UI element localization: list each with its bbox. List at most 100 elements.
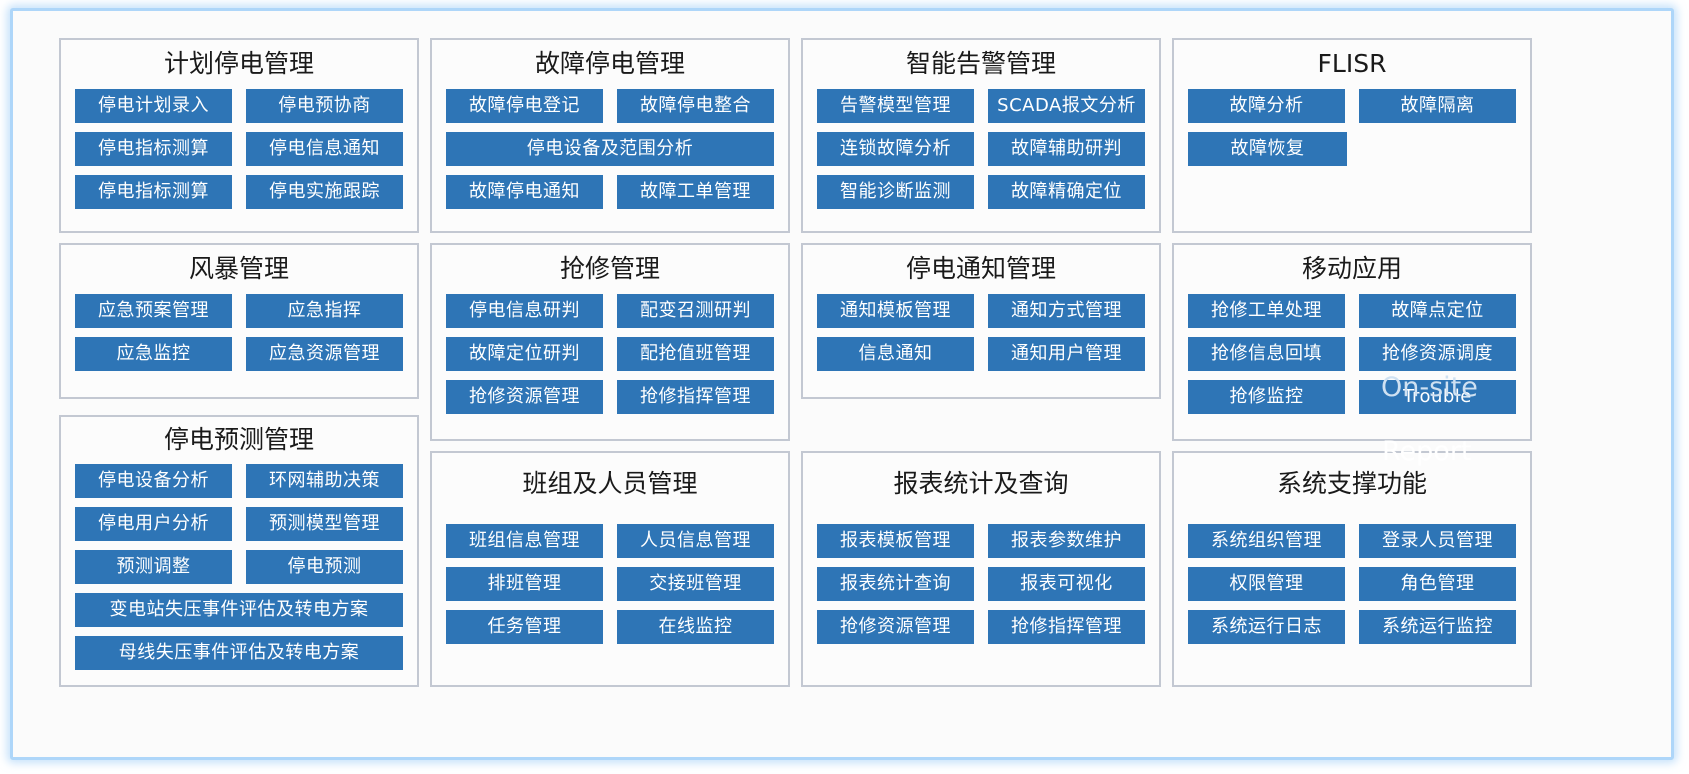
fn-button[interactable]: 停电信息通知 bbox=[246, 132, 403, 166]
fn-button[interactable]: 故障定位研判 bbox=[446, 337, 603, 371]
button-row: 停电信息研判 配变召测研判 bbox=[446, 294, 774, 328]
button-row: 连锁故障分析 故障辅助研判 bbox=[817, 132, 1145, 166]
fn-button[interactable]: 报表统计查询 bbox=[817, 567, 974, 601]
button-row: 告警模型管理 SCADA报文分析 bbox=[817, 89, 1145, 123]
button-row: 应急预案管理 应急指挥 bbox=[75, 294, 403, 328]
fn-button[interactable]: 通知模板管理 bbox=[817, 294, 974, 328]
panel-team-personnel[interactable]: 班组及人员管理 班组信息管理 人员信息管理 排班管理 交接班管理 任务管理 在线… bbox=[430, 451, 790, 687]
panel-smart-alarm[interactable]: 智能告警管理 告警模型管理 SCADA报文分析 连锁故障分析 故障辅助研判 智能… bbox=[801, 38, 1161, 233]
panel-title: 计划停电管理 bbox=[163, 49, 314, 78]
fn-button[interactable]: 系统运行日志 bbox=[1188, 610, 1345, 644]
fn-button[interactable]: 抢修资源管理 bbox=[446, 380, 603, 414]
fn-button[interactable]: 停电计划录入 bbox=[75, 89, 232, 123]
panel-body: 停电计划录入 停电预协商 停电指标测算 停电信息通知 停电指标测算 停电实施跟踪 bbox=[61, 89, 417, 209]
panel-body: 通知模板管理 通知方式管理 信息通知 通知用户管理 bbox=[803, 294, 1159, 371]
fn-button[interactable]: 停电预测 bbox=[246, 550, 403, 584]
fn-button[interactable]: 故障停电通知 bbox=[446, 175, 603, 209]
fn-button[interactable]: 停电用户分析 bbox=[75, 507, 232, 541]
fn-button[interactable]: 通知用户管理 bbox=[988, 337, 1145, 371]
panel-outage-notice[interactable]: 停电通知管理 通知模板管理 通知方式管理 信息通知 通知用户管理 bbox=[801, 243, 1161, 399]
button-row: 停电设备及范围分析 bbox=[446, 132, 774, 166]
fn-button[interactable]: 变电站失压事件评估及转电方案 bbox=[75, 593, 403, 627]
fn-button[interactable]: 连锁故障分析 bbox=[817, 132, 974, 166]
panel-storm[interactable]: 风暴管理 应急预案管理 应急指挥 应急监控 应急资源管理 bbox=[59, 243, 419, 399]
fn-button[interactable]: 抢修资源管理 bbox=[817, 610, 974, 644]
fn-button[interactable]: 抢修监控 bbox=[1188, 380, 1345, 414]
fn-button[interactable]: 故障点定位 bbox=[1359, 294, 1516, 328]
fn-button[interactable]: 停电设备及范围分析 bbox=[446, 132, 774, 166]
panel-title: 风暴管理 bbox=[188, 254, 289, 283]
fn-button[interactable]: 任务管理 bbox=[446, 610, 603, 644]
panel-title: 班组及人员管理 bbox=[522, 469, 698, 498]
fn-button[interactable]: 应急资源管理 bbox=[246, 337, 403, 371]
fn-button[interactable]: SCADA报文分析 bbox=[988, 89, 1145, 123]
fn-button[interactable]: 应急预案管理 bbox=[75, 294, 232, 328]
panel-title: 故障停电管理 bbox=[534, 49, 685, 78]
row-spacer bbox=[1361, 132, 1516, 166]
fn-button[interactable]: 故障工单管理 bbox=[617, 175, 774, 209]
button-row: 排班管理 交接班管理 bbox=[446, 567, 774, 601]
fn-button[interactable]: 母线失压事件评估及转电方案 bbox=[75, 636, 403, 670]
panel-flisr[interactable]: FLISR 故障分析 故障隔离 故障恢复 bbox=[1172, 38, 1532, 233]
fn-button[interactable]: 故障精确定位 bbox=[988, 175, 1145, 209]
fn-button[interactable]: 角色管理 bbox=[1359, 567, 1516, 601]
button-row: 停电设备分析 环网辅助决策 bbox=[75, 464, 403, 498]
fn-button[interactable]: 抢修指挥管理 bbox=[988, 610, 1145, 644]
fn-button[interactable]: 停电预协商 bbox=[246, 89, 403, 123]
fn-button[interactable]: 故障停电登记 bbox=[446, 89, 603, 123]
fn-button[interactable]: 预测模型管理 bbox=[246, 507, 403, 541]
button-row: 应急监控 应急资源管理 bbox=[75, 337, 403, 371]
fn-button[interactable]: 故障分析 bbox=[1188, 89, 1345, 123]
fn-button[interactable]: 环网辅助决策 bbox=[246, 464, 403, 498]
fn-button[interactable]: 系统组织管理 bbox=[1188, 524, 1345, 558]
fn-button[interactable]: 抢修工单处理 bbox=[1188, 294, 1345, 328]
button-row: 停电指标测算 停电信息通知 bbox=[75, 132, 403, 166]
fn-button[interactable]: 报表模板管理 bbox=[817, 524, 974, 558]
button-row: 报表统计查询 报表可视化 bbox=[817, 567, 1145, 601]
fn-button[interactable]: 智能诊断监测 bbox=[817, 175, 974, 209]
fn-button[interactable]: 抢修指挥管理 bbox=[617, 380, 774, 414]
fn-button[interactable]: 停电设备分析 bbox=[75, 464, 232, 498]
fn-button[interactable]: 停电指标测算 bbox=[75, 132, 232, 166]
fn-button[interactable]: 交接班管理 bbox=[617, 567, 774, 601]
fn-button[interactable]: 抢修信息回填 bbox=[1188, 337, 1345, 371]
fn-button[interactable]: 停电指标测算 bbox=[75, 175, 232, 209]
fn-button[interactable]: 排班管理 bbox=[446, 567, 603, 601]
fn-button[interactable]: 人员信息管理 bbox=[617, 524, 774, 558]
panel-mobile-app[interactable]: 移动应用 抢修工单处理 故障点定位 抢修信息回填 抢修资源调度 抢修监控 Tro… bbox=[1172, 243, 1532, 441]
fn-button[interactable]: 报表可视化 bbox=[988, 567, 1145, 601]
fn-button[interactable]: 告警模型管理 bbox=[817, 89, 974, 123]
fn-button[interactable]: Trouble bbox=[1359, 380, 1516, 414]
fn-button[interactable]: 停电信息研判 bbox=[446, 294, 603, 328]
fn-button[interactable]: 停电实施跟踪 bbox=[246, 175, 403, 209]
button-row: 系统组织管理 登录人员管理 bbox=[1188, 524, 1516, 558]
fn-button[interactable]: 报表参数维护 bbox=[988, 524, 1145, 558]
fn-button[interactable]: 应急监控 bbox=[75, 337, 232, 371]
fn-button[interactable]: 故障停电整合 bbox=[617, 89, 774, 123]
fn-button[interactable]: 故障恢复 bbox=[1188, 132, 1347, 166]
fn-button[interactable]: 在线监控 bbox=[617, 610, 774, 644]
fn-button[interactable]: 班组信息管理 bbox=[446, 524, 603, 558]
fn-button[interactable]: 信息通知 bbox=[817, 337, 974, 371]
fn-button[interactable]: 配变召测研判 bbox=[617, 294, 774, 328]
fn-button[interactable]: 故障辅助研判 bbox=[988, 132, 1145, 166]
fn-button[interactable]: 应急指挥 bbox=[246, 294, 403, 328]
panel-outage-forecast[interactable]: 停电预测管理 停电设备分析 环网辅助决策 停电用户分析 预测模型管理 预测调整 … bbox=[59, 415, 419, 687]
panel-fault-outage[interactable]: 故障停电管理 故障停电登记 故障停电整合 停电设备及范围分析 故障停电通知 故障… bbox=[430, 38, 790, 233]
fn-button[interactable]: 权限管理 bbox=[1188, 567, 1345, 601]
panel-repair[interactable]: 抢修管理 停电信息研判 配变召测研判 故障定位研判 配抢值班管理 抢修资源管理 … bbox=[430, 243, 790, 441]
fn-button[interactable]: 登录人员管理 bbox=[1359, 524, 1516, 558]
panel-system-support[interactable]: 系统支撑功能 系统组织管理 登录人员管理 权限管理 角色管理 系统运行日志 系统… bbox=[1172, 451, 1532, 687]
fn-button[interactable]: 通知方式管理 bbox=[988, 294, 1145, 328]
fn-button[interactable]: 系统运行监控 bbox=[1359, 610, 1516, 644]
panel-report-stats[interactable]: 报表统计及查询 报表模板管理 报表参数维护 报表统计查询 报表可视化 抢修资源管… bbox=[801, 451, 1161, 687]
button-row: 抢修监控 Trouble bbox=[1188, 380, 1516, 414]
fn-button[interactable]: 抢修资源调度 bbox=[1359, 337, 1516, 371]
panel-body: 系统组织管理 登录人员管理 权限管理 角色管理 系统运行日志 系统运行监控 bbox=[1174, 524, 1530, 644]
fn-button[interactable]: 预测调整 bbox=[75, 550, 232, 584]
fn-button[interactable]: 故障隔离 bbox=[1359, 89, 1516, 123]
panel-title: FLISR bbox=[1317, 49, 1387, 78]
panel-body: 班组信息管理 人员信息管理 排班管理 交接班管理 任务管理 在线监控 bbox=[432, 524, 788, 644]
fn-button[interactable]: 配抢值班管理 bbox=[617, 337, 774, 371]
panel-planned-outage[interactable]: 计划停电管理 停电计划录入 停电预协商 停电指标测算 停电信息通知 停电指标测算… bbox=[59, 38, 419, 233]
